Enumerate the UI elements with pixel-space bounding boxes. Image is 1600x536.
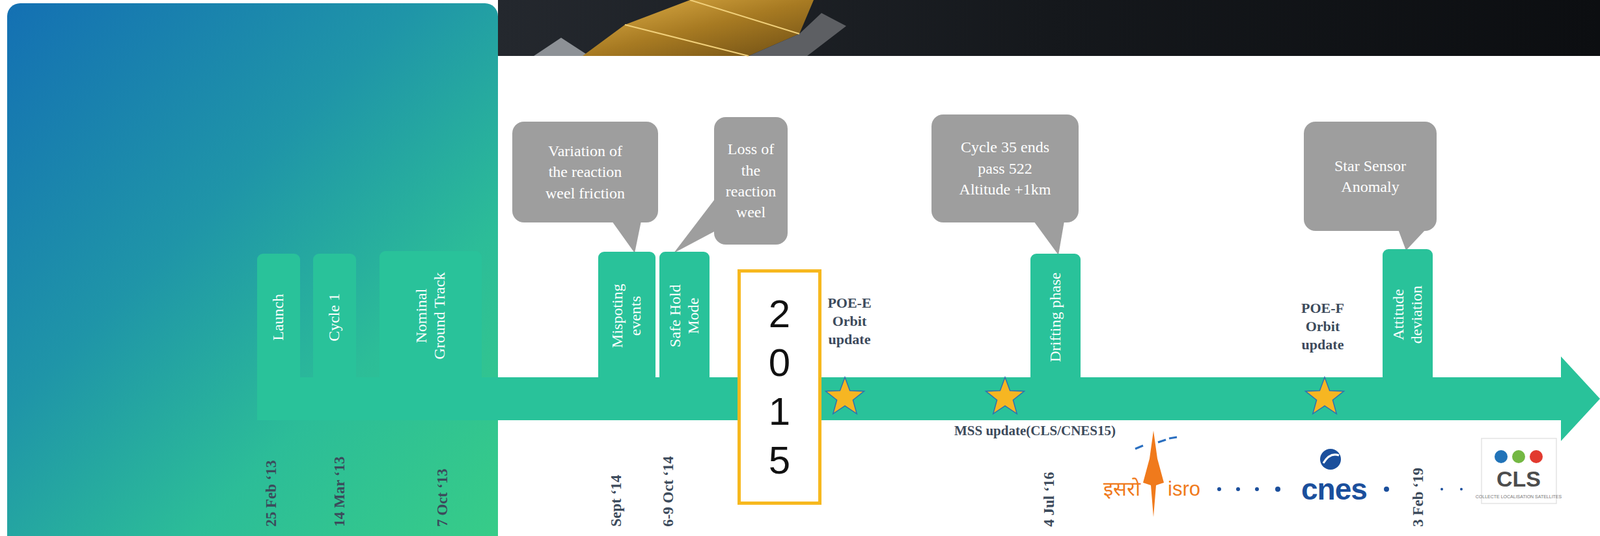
logo-text: CLS xyxy=(1496,467,1541,492)
phase-tab: Safe Hold Mode xyxy=(659,251,710,381)
callout-body xyxy=(714,117,788,245)
satellite-part xyxy=(533,37,590,56)
logo-dot xyxy=(1236,487,1241,492)
phase-tab: Launch xyxy=(257,253,301,381)
isro-arc xyxy=(1169,437,1177,439)
cnes-emblem-swoosh xyxy=(1323,455,1339,464)
date-label: Sept ‘14 xyxy=(607,436,626,528)
logo-dot xyxy=(1275,486,1281,493)
callout-text: Variation of the reaction weel friction xyxy=(539,140,631,204)
satellite-photo xyxy=(497,0,1600,56)
logo-dot xyxy=(1217,487,1222,492)
event-star xyxy=(1305,377,1345,414)
note-label: POE-E Orbit update xyxy=(823,294,876,349)
logo-text: isro xyxy=(1167,477,1201,502)
callout-tail xyxy=(611,221,642,254)
satellite-edge xyxy=(689,0,800,34)
phase-tab: Nominal Ground Track xyxy=(379,251,482,381)
callout-bubble: Cycle 35 ends pass 522 Altitude +1km xyxy=(931,114,1079,223)
year-text: 2 0 1 5 xyxy=(765,289,795,485)
callout-shape xyxy=(714,117,788,245)
satellite-part xyxy=(748,13,847,56)
phase-tab: Cycle 1 xyxy=(313,253,357,381)
timeline-arrowhead xyxy=(1560,356,1600,442)
callout-bubble: Loss of the reaction weel xyxy=(714,117,788,245)
callout-text: Cycle 35 ends pass 522 Altitude +1km xyxy=(954,136,1056,200)
callout-bubble: Star Sensor Anomaly xyxy=(1303,121,1437,232)
satellite-edge xyxy=(624,24,749,56)
tab-label: Cycle 1 xyxy=(325,262,344,373)
callout-body xyxy=(1303,121,1437,232)
date-label: 6-9 Oct ‘14 xyxy=(659,436,678,528)
callout-text: Star Sensor Anomaly xyxy=(1321,155,1420,198)
callout-shape xyxy=(1303,121,1437,232)
event-star xyxy=(986,377,1025,414)
event-star xyxy=(826,377,865,414)
isro-arc xyxy=(1158,440,1166,443)
tab-label: Launch xyxy=(269,262,288,373)
tab-label: Drifting phase xyxy=(1046,262,1065,373)
phase-tab: Attitude deviation xyxy=(1382,249,1433,381)
callout-tail xyxy=(1033,221,1065,256)
date-label: 25 Feb ‘13 xyxy=(262,436,281,528)
isro-arc xyxy=(1135,445,1144,450)
logo-dot xyxy=(1460,488,1463,491)
note-label: POE-F Orbit update xyxy=(1296,299,1349,355)
logo-tagline: COLLECTE LOCALISATION SATELLITES xyxy=(1475,494,1562,500)
date-label: 7 Oct ‘13 xyxy=(433,436,452,528)
tab-label: Attitude deviation xyxy=(1389,272,1426,358)
callout-text: Loss of the reaction weel xyxy=(724,138,778,224)
note-label: MSS update(CLS/CNES15) xyxy=(954,423,1116,440)
callout-bubble: Variation of the reaction weel friction xyxy=(512,121,659,223)
date-label: 4 Jul ‘16 xyxy=(1040,436,1059,528)
year-box: 2 0 1 5 xyxy=(737,269,822,506)
tab-label: Nominal Ground Track xyxy=(412,268,449,364)
date-label: 3 Feb ‘19 xyxy=(1409,436,1428,528)
cls-logo-box xyxy=(1481,438,1557,504)
callout-tail xyxy=(1398,229,1426,251)
cls-logo-circle xyxy=(1529,450,1543,464)
cls-logo-circle xyxy=(1494,450,1508,464)
tab-label: Safe Hold Mode xyxy=(666,274,703,359)
tab-label: Mispoting events xyxy=(608,274,645,359)
cnes-emblem xyxy=(1320,449,1341,470)
date-label: 14 Mar ‘13 xyxy=(330,436,349,528)
callout-tail xyxy=(673,198,716,254)
logo-text: cnes xyxy=(1301,473,1367,507)
logo-dot xyxy=(1255,487,1259,492)
cls-logo-circle xyxy=(1512,450,1526,464)
isro-rocket xyxy=(1143,430,1164,518)
logo-dot xyxy=(1440,488,1444,491)
logo-dot xyxy=(1383,486,1390,493)
callout-body xyxy=(931,114,1079,223)
phase-tab: Mispoting events xyxy=(598,251,656,381)
timeline-band xyxy=(257,377,1563,421)
logo-text: इसरो xyxy=(1103,477,1141,502)
callout-body xyxy=(512,121,659,223)
phase-tab: Drifting phase xyxy=(1030,253,1081,381)
